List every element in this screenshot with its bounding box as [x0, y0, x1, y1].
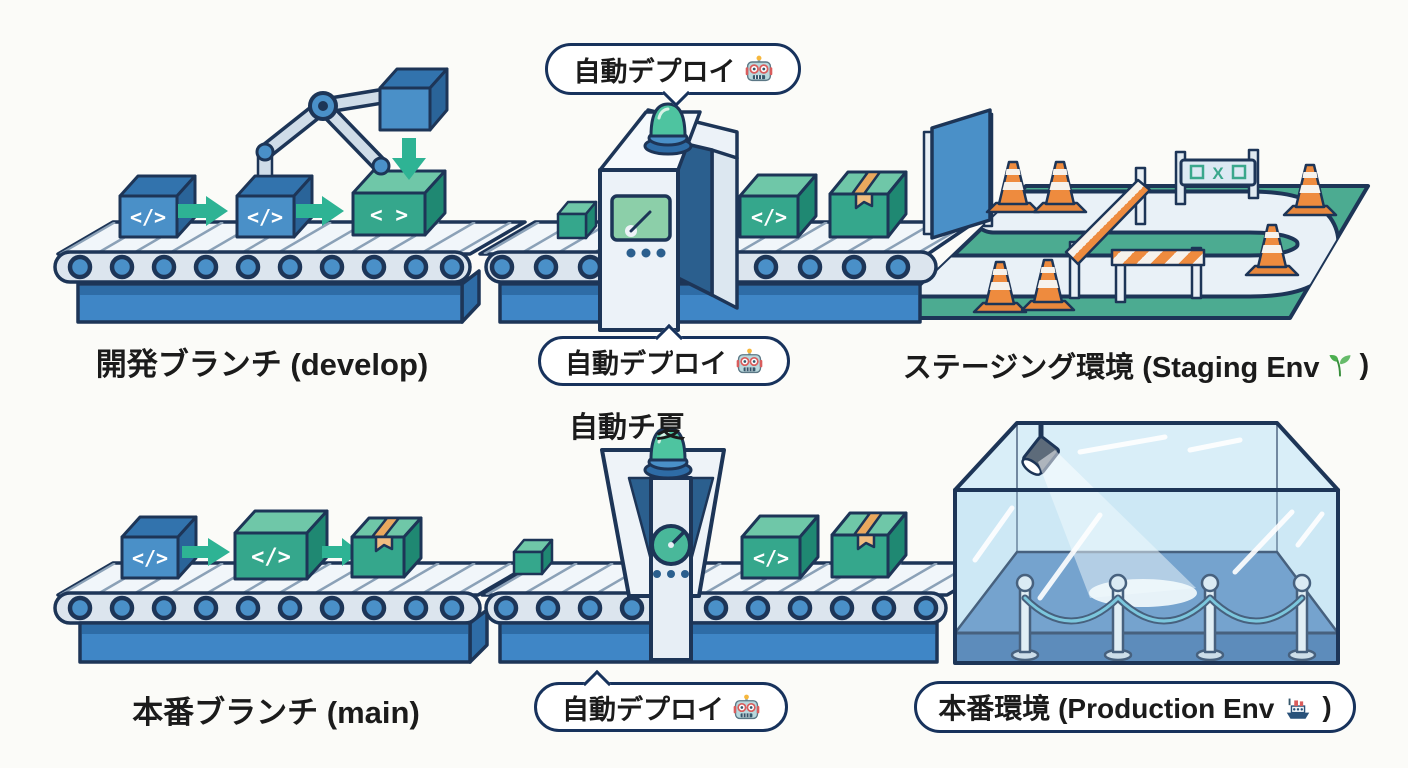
flow-arrow [182, 538, 230, 566]
build-box: < > [351, 169, 447, 237]
flow-arrow [178, 196, 228, 226]
production-case [953, 421, 1340, 665]
lifted-cube [378, 67, 449, 132]
main-branch-label: 本番ブランチ (main) [132, 695, 420, 730]
glass-shine [972, 434, 1325, 601]
code-symbol: </> [247, 205, 283, 229]
code-symbol: </> [132, 546, 168, 570]
robot-arm [255, 85, 405, 178]
case-top [953, 421, 1340, 492]
small-package [556, 200, 598, 240]
package-box-bottom [830, 511, 908, 579]
staging-env-label: ステージング環境 (Staging Env ) [902, 348, 1370, 385]
code-symbol: </> [751, 205, 787, 229]
seedling-emoji-icon [1328, 355, 1351, 377]
deploy-gate-top [598, 102, 739, 332]
garbled-gate-caption: 自動チ夏 [568, 412, 685, 444]
package-box-top [828, 170, 908, 239]
auto-deploy-bubble-top: 自動デプロイ [545, 43, 801, 108]
hurdle-diagonal [1064, 166, 1152, 300]
light-beam [1038, 450, 1196, 598]
auto-deploy-label: 自動デプロイ [562, 694, 724, 725]
code-symbol: < > [370, 203, 408, 227]
code-symbol: </> [130, 205, 166, 229]
code-symbol: </> [753, 546, 789, 570]
package-box-main [350, 516, 423, 579]
robot-emoji-icon [736, 348, 763, 373]
robot-emoji-icon [733, 694, 760, 719]
production-env-label: 本番環境 (Production Env ) [914, 681, 1356, 733]
robot-emoji-icon [745, 55, 772, 82]
build-box-main: </> [233, 509, 329, 581]
auto-deploy-label: 自動デプロイ [573, 56, 736, 87]
hurdle-horizontal [1110, 246, 1206, 304]
staging-entrance-panel [922, 108, 994, 240]
ship-emoji-icon [1287, 698, 1310, 719]
staging-check-sign: X [1174, 148, 1260, 206]
glass-front [953, 488, 1340, 665]
commit-box-2: </> [235, 174, 314, 239]
commit-box-main: </> [120, 515, 198, 580]
deploy-gate-bottom [600, 426, 726, 662]
small-package [512, 538, 554, 576]
gate-tower [598, 168, 680, 332]
flow-arrow [296, 196, 344, 226]
rope-barrier [1010, 573, 1317, 662]
develop-branch-label: 開発ブランチ (develop) [95, 347, 429, 382]
develop-conveyor [53, 220, 527, 324]
gate-screen [610, 194, 672, 242]
arm-joint [371, 156, 391, 176]
auto-deploy-label: 自動デプロイ [565, 348, 727, 379]
gate-opening [676, 140, 714, 297]
gate-column [649, 476, 693, 662]
auto-deploy-bubble-gate: 自動デプロイ [538, 323, 790, 386]
drop-arrow [392, 138, 426, 180]
code-symbol: </> [251, 545, 291, 570]
auto-deploy-bubble-bottom: 自動デプロイ [534, 669, 788, 732]
arm-joint [255, 142, 275, 162]
sign-x-label: X [1212, 164, 1224, 183]
deployed-code-box-main: </> [740, 514, 820, 580]
deployed-code-box: </> [738, 173, 818, 239]
